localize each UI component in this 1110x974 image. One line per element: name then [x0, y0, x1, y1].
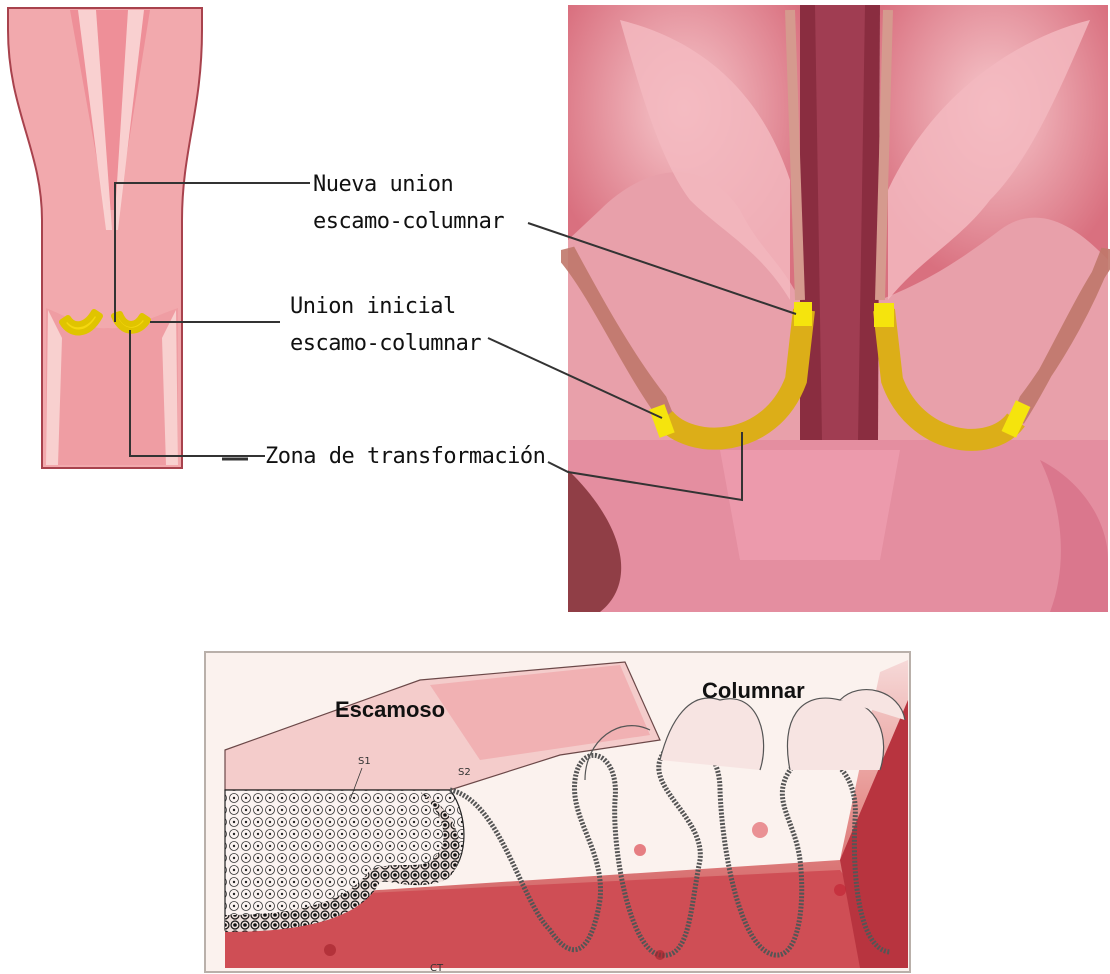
label-s2: S2	[458, 767, 471, 778]
new-junction-right-marker	[874, 303, 894, 327]
new-junction-left-marker	[794, 302, 812, 326]
label-new-junction-line1: Nueva union	[313, 172, 453, 197]
label-new-junction-line2: escamo-columnar	[313, 209, 504, 234]
schematic-cervix	[8, 8, 202, 468]
histology-panel: S1 S2 CT Escamoso Columnar	[205, 652, 910, 974]
label-transformation-zone: Zona de transformación	[265, 444, 545, 469]
label-squamous: Escamoso	[335, 697, 445, 722]
label-s1: S1	[358, 756, 371, 767]
label-columnar: Columnar	[702, 678, 805, 703]
label-original-junction-line2: escamo-columnar	[290, 331, 481, 356]
label-original-junction-line1: Union inicial	[290, 294, 456, 319]
endocervix-lower	[46, 308, 178, 465]
label-ct: CT	[430, 963, 444, 974]
anatomical-cervix	[568, 5, 1108, 612]
labels: Nueva union escamo-columnar Union inicia…	[265, 172, 545, 469]
